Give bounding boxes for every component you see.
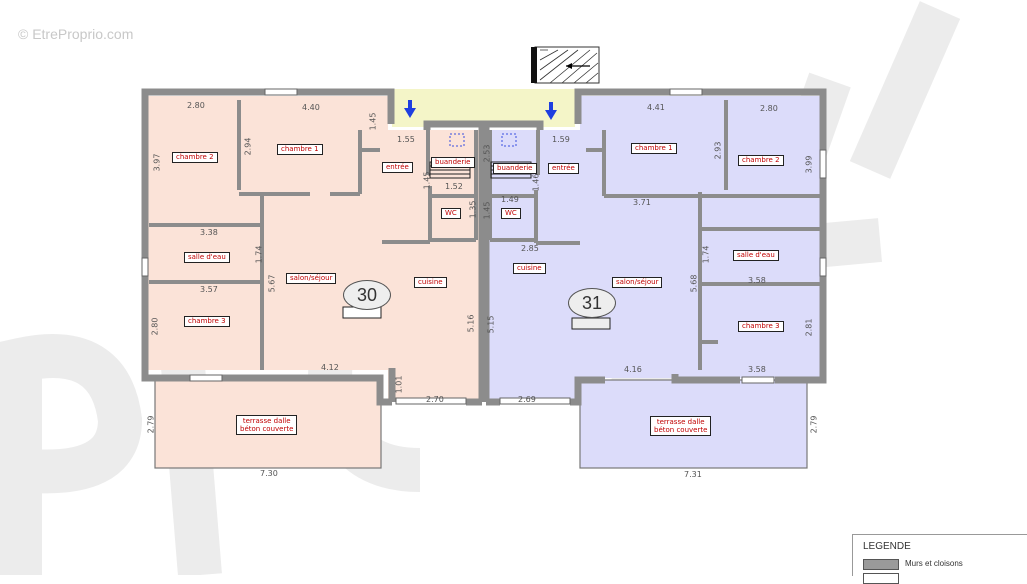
dim-label: 7.31	[684, 470, 702, 479]
room-label-terrasse-right: terrasse dalle béton couverte	[650, 416, 712, 436]
dim-label: 1.74	[254, 245, 264, 264]
dim-label: 4.16	[624, 365, 642, 374]
room-label-wc-right: WC	[501, 208, 521, 219]
dim-label: 3.58	[748, 276, 766, 285]
dim-label: 4.12	[321, 363, 339, 372]
dim-label: 3.99	[804, 155, 814, 174]
dim-label: 2.85	[521, 244, 539, 253]
dim-label: 1.46	[531, 173, 541, 192]
room-label-chambre-2-left: chambre 2	[172, 152, 218, 163]
room-label-salle-eau-right: salle d'eau	[733, 250, 779, 261]
dim-label: 1.35	[468, 200, 478, 219]
dim-label: 1.45	[368, 112, 378, 131]
legend-swatch-walls	[863, 559, 899, 570]
room-label-salon-right: salon/séjour	[612, 277, 663, 288]
dim-label: 1.45	[422, 171, 432, 190]
unit-number-30: 30	[343, 280, 391, 310]
legend-item-walls: Murs et cloisons	[905, 559, 963, 568]
room-label-terrasse-left: terrasse dalle béton couverte	[236, 415, 298, 435]
dim-label: 2.79	[146, 415, 156, 434]
windows	[141, 88, 827, 405]
room-label-chambre-2-right: chambre 2	[738, 155, 784, 166]
dim-label: 3.97	[152, 153, 162, 172]
room-label-salon-left: salon/séjour	[286, 273, 337, 284]
stair-block	[531, 46, 600, 84]
dim-label: 2.80	[187, 101, 205, 110]
room-label-chambre-1-left: chambre 1	[277, 144, 323, 155]
room-label-cuisine-left: cuisine	[414, 277, 447, 288]
entry-arrow-icons	[404, 100, 557, 120]
dim-label: 5.15	[486, 315, 496, 334]
dim-label: 2.94	[243, 137, 253, 156]
dim-label: 1.01	[394, 375, 404, 394]
dim-label: 5.68	[689, 274, 699, 293]
room-label-chambre-1-right: chambre 1	[631, 143, 677, 154]
dim-label: 4.41	[647, 103, 665, 112]
room-label-entree-left: entrée	[382, 162, 413, 173]
dim-label: 3.38	[200, 228, 218, 237]
legend: LEGENDE Murs et cloisons	[852, 534, 1027, 584]
room-label-chambre-3-right: chambre 3	[738, 321, 784, 332]
dim-label: 2.81	[804, 318, 814, 337]
legend-title: LEGENDE	[863, 541, 911, 552]
inner-walls	[149, 100, 820, 370]
dim-label: 5.67	[267, 274, 277, 293]
room-label-salle-eau-left: salle d'eau	[184, 252, 230, 263]
dim-label: 1.59	[552, 135, 570, 144]
watermark-text: © EtreProprio.com	[18, 26, 134, 42]
dim-label: 2.70	[426, 395, 444, 404]
dim-label: 4.40	[302, 103, 320, 112]
dim-label: 5.16	[466, 314, 476, 333]
dim-label: 1.52	[445, 182, 463, 191]
dim-label: 1.74	[701, 245, 711, 264]
dim-label: 3.71	[633, 198, 651, 207]
dim-label: 1.55	[397, 135, 415, 144]
fixtures	[449, 133, 517, 147]
dim-label: 2.69	[518, 395, 536, 404]
dim-label: 2.53	[482, 144, 492, 163]
room-label-wc-left: WC	[441, 208, 461, 219]
terrasse-right-line2: béton couverte	[654, 426, 708, 434]
dim-label: 1.45	[482, 201, 492, 220]
room-label-buanderie-right: buanderie	[493, 163, 537, 174]
dim-label: 2.80	[150, 317, 160, 336]
room-label-buanderie-left: buanderie	[431, 157, 475, 168]
dim-label: 3.58	[748, 365, 766, 374]
room-label-cuisine-right: cuisine	[513, 263, 546, 274]
dim-label: 3.57	[200, 285, 218, 294]
dim-label: 2.79	[809, 415, 819, 434]
room-label-chambre-3-left: chambre 3	[184, 316, 230, 327]
unit-31-nameplate	[571, 317, 611, 330]
dim-label: 7.30	[260, 469, 278, 478]
dim-label: 1.49	[501, 195, 519, 204]
dim-label: 2.93	[713, 141, 723, 160]
terrasse-left-line1: terrasse dalle	[242, 417, 291, 425]
terrasse-right-line1: terrasse dalle	[656, 418, 705, 426]
dim-label: 2.80	[760, 104, 778, 113]
terrasse-left-line2: béton couverte	[240, 425, 294, 433]
walls	[141, 88, 827, 406]
unit-number-31: 31	[568, 288, 616, 318]
room-label-entree-right: entrée	[548, 163, 579, 174]
